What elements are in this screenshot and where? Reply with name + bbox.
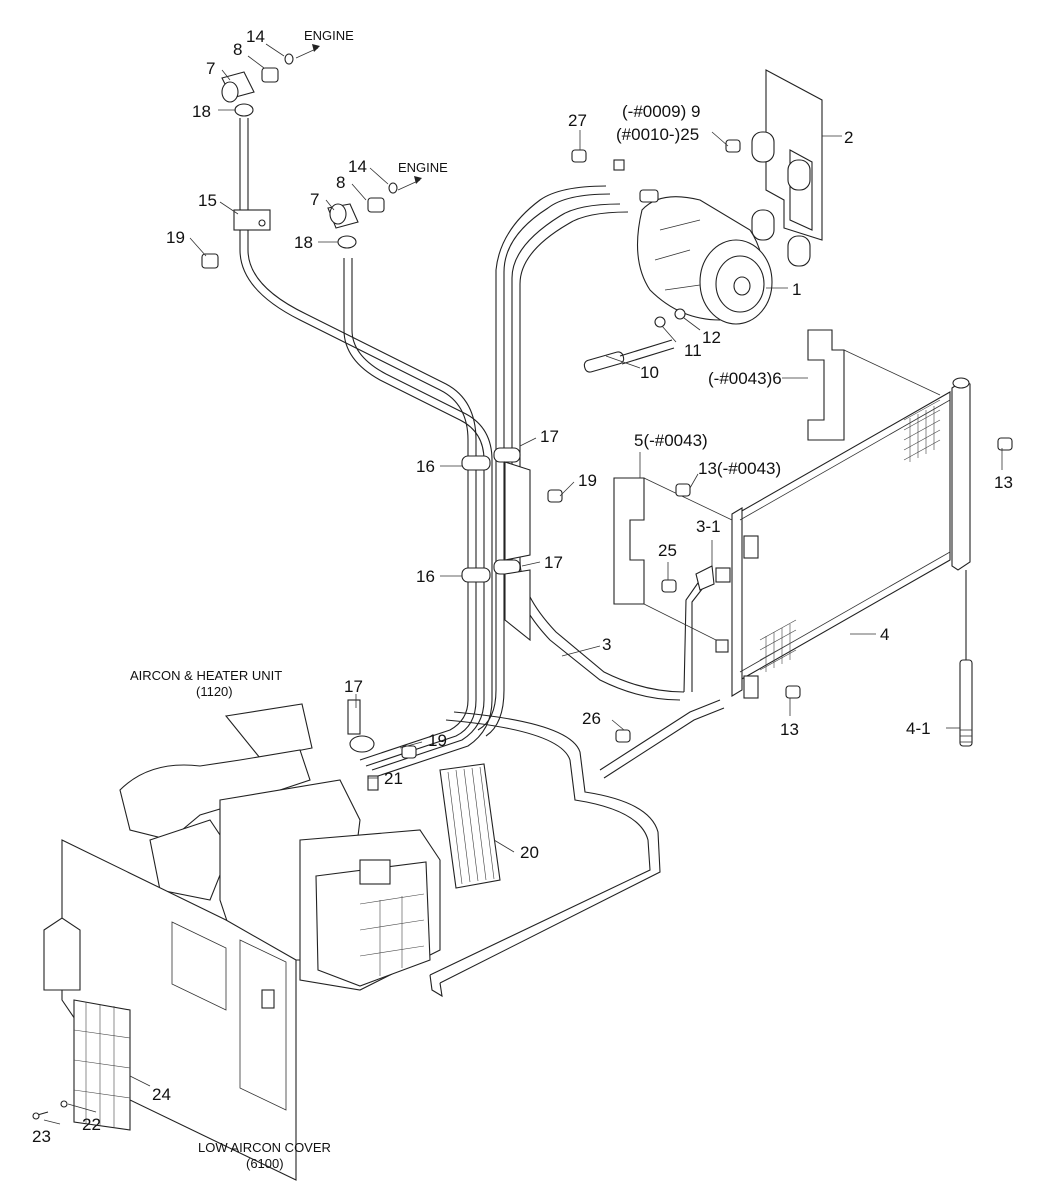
- callout-19b: 19: [578, 471, 597, 490]
- callout-3: 3: [602, 635, 611, 654]
- engine-fitting-mid: [327, 182, 398, 249]
- callout-7a: 7: [206, 59, 215, 78]
- callout-5: 5(-#0043): [634, 431, 708, 450]
- callout-14a: 14: [246, 27, 265, 46]
- compressor-bracket: [725, 69, 823, 267]
- low-aircon-cover: [43, 839, 297, 1181]
- callout-1: 1: [792, 280, 801, 299]
- callout-11: 11: [684, 341, 702, 360]
- callout-24: 24: [152, 1085, 171, 1104]
- callout-25b: 25: [658, 541, 677, 560]
- callout-7b: 7: [310, 190, 319, 209]
- callout-17c: 17: [344, 677, 363, 696]
- callout-13c: 13: [780, 720, 799, 739]
- callout-25a: (#0010-)25: [616, 125, 699, 144]
- callout-19c: 19: [428, 731, 447, 750]
- grille: [32, 999, 131, 1131]
- callout-15: 15: [198, 191, 217, 210]
- hose-lines: [239, 118, 725, 998]
- callout-23: 23: [32, 1127, 51, 1146]
- callout-20: 20: [520, 843, 539, 862]
- callout-14b: 14: [348, 157, 367, 176]
- condenser: [401, 329, 1013, 759]
- callout-22: 22: [82, 1115, 101, 1134]
- callout-21: 21: [384, 769, 403, 788]
- callout-8a: 8: [233, 40, 242, 59]
- callout-13b: 13: [994, 473, 1013, 492]
- callout-3-1: 3-1: [696, 517, 721, 536]
- aircon-heater-unit-label: AIRCON & HEATER UNIT: [130, 668, 282, 683]
- callout-19a: 19: [166, 228, 185, 247]
- filter: [439, 763, 501, 889]
- low-aircon-cover-label: LOW AIRCON COVER: [198, 1140, 331, 1155]
- callout-2: 2: [844, 128, 853, 147]
- callout-27: 27: [568, 111, 587, 130]
- callout-12: 12: [702, 328, 721, 347]
- compressor: [571, 149, 773, 373]
- callout-6: (-#0043)6: [708, 369, 782, 388]
- hose-clamps: [347, 447, 531, 753]
- callout-9: (-#0009) 9: [622, 102, 700, 121]
- callout-8b: 8: [336, 173, 345, 192]
- callout-16b: 16: [416, 567, 435, 586]
- aircon-heater-unit-code: (1120): [196, 684, 233, 699]
- leader-lines: [43, 43, 1003, 1125]
- engine-label-mid: ENGINE: [398, 160, 448, 175]
- engine-fitting-left: [201, 53, 294, 269]
- callout-13a: 13(-#0043): [698, 459, 781, 478]
- callout-17a: 17: [540, 427, 559, 446]
- callout-16a: 16: [416, 457, 435, 476]
- part-callouts: 14 ENGINE 8 7 18 15 19 14 ENGINE 8 7 18 …: [32, 27, 1013, 1171]
- callout-10: 10: [640, 363, 659, 382]
- callout-4-1: 4-1: [906, 719, 931, 738]
- callout-18a: 18: [192, 102, 211, 121]
- low-aircon-cover-code: (6100): [246, 1156, 284, 1171]
- engine-label-top: ENGINE: [304, 28, 354, 43]
- callout-4: 4: [880, 625, 889, 644]
- aircon-heater-unit: [119, 703, 441, 991]
- callout-18b: 18: [294, 233, 313, 252]
- callout-26: 26: [582, 709, 601, 728]
- callout-17b: 17: [544, 553, 563, 572]
